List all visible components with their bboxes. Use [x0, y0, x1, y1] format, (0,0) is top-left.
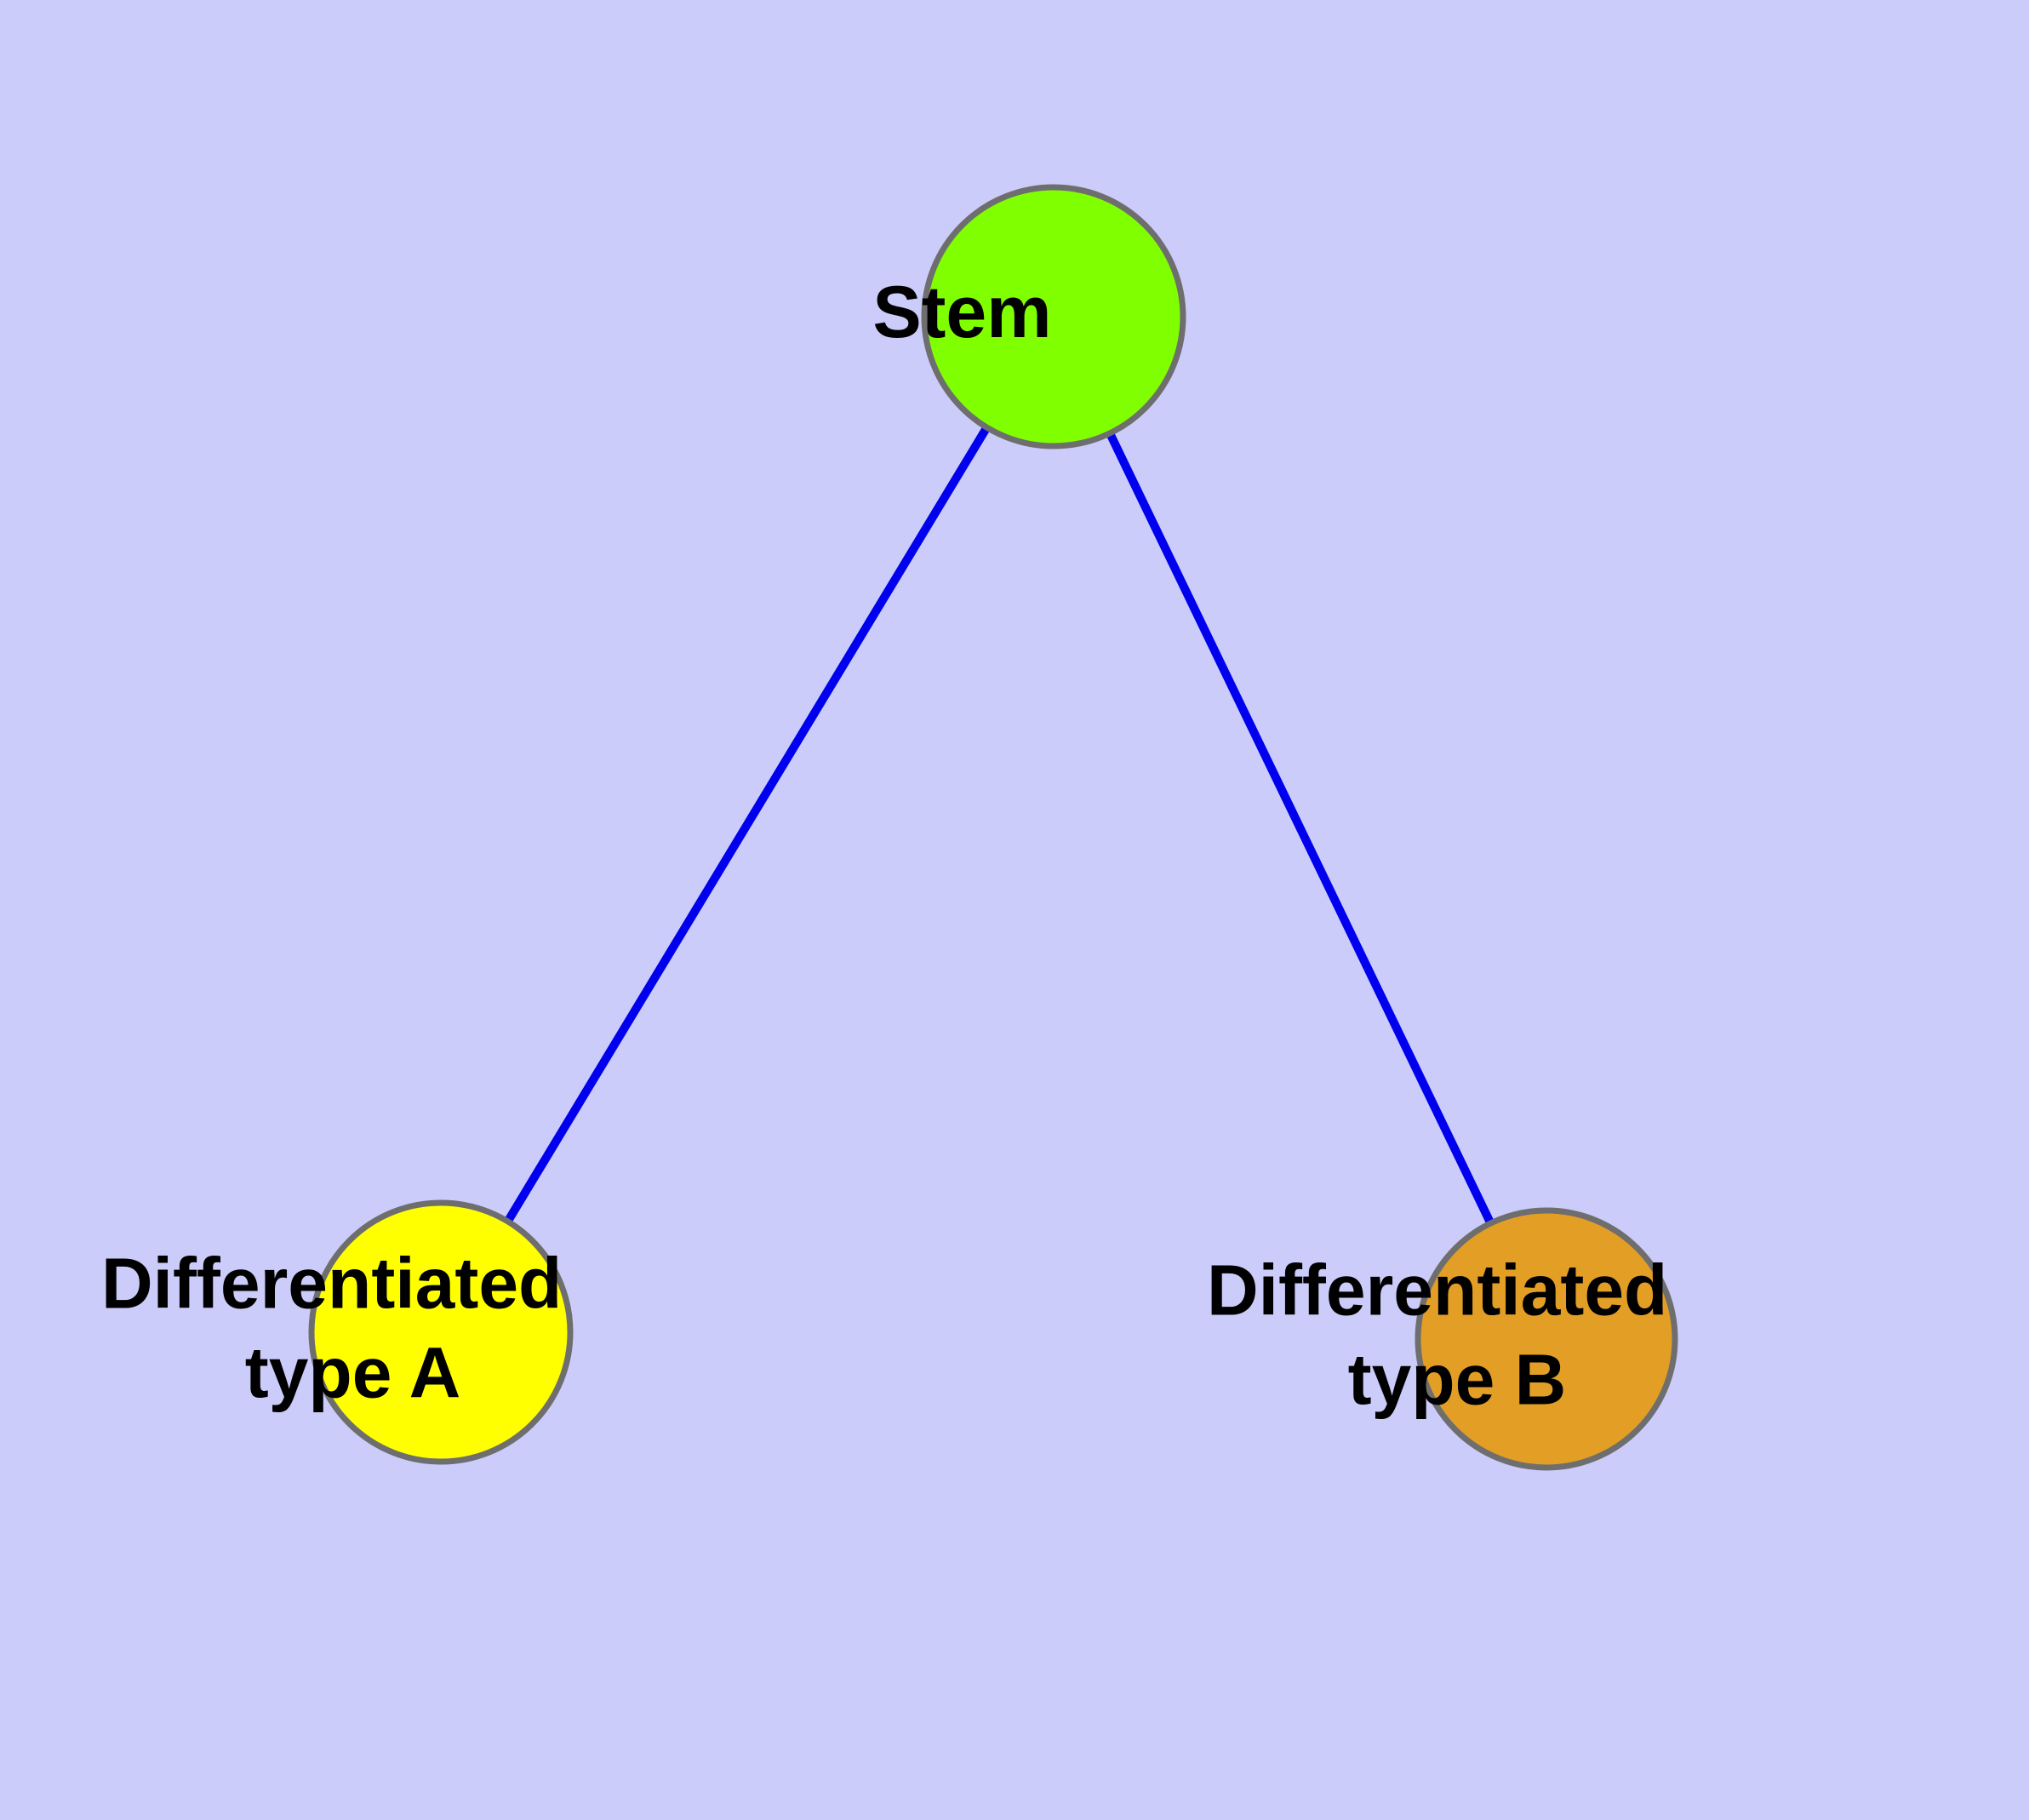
node-stem-label: Stem [0, 0, 1235, 353]
edges-layer [502, 422, 1496, 1228]
node-differentiated-type-b-label-line-1: Differentiated [1207, 1251, 1667, 1331]
nodes-layer: Stem Differentiated type A Differentiate… [0, 0, 1886, 1471]
node-stem[interactable]: Stem [0, 0, 1235, 449]
node-differentiated-type-a-label-line-2: type A [245, 1333, 460, 1413]
node-stem-circle[interactable] [921, 184, 1186, 449]
node-differentiated-type-a-circle[interactable] [308, 1199, 574, 1465]
edge-stem-to-differentiated-type-b[interactable] [1104, 428, 1496, 1228]
node-differentiated-type-b-circle[interactable] [1415, 1207, 1678, 1471]
node-differentiated-type-a[interactable]: Differentiated type A [0, 0, 780, 1465]
node-stem-label-line-1: Stem [872, 272, 1051, 353]
node-differentiated-type-b-label-line-2: type B [1348, 1340, 1567, 1420]
node-differentiated-type-b[interactable]: Differentiated type B [0, 0, 1886, 1471]
node-differentiated-type-a-label: Differentiated type A [0, 0, 780, 1413]
node-differentiated-type-a-label-line-1: Differentiated [101, 1244, 562, 1324]
node-differentiated-type-b-label: Differentiated type B [1207, 1251, 1667, 1420]
edge-stem-to-differentiated-type-a[interactable] [502, 422, 992, 1227]
